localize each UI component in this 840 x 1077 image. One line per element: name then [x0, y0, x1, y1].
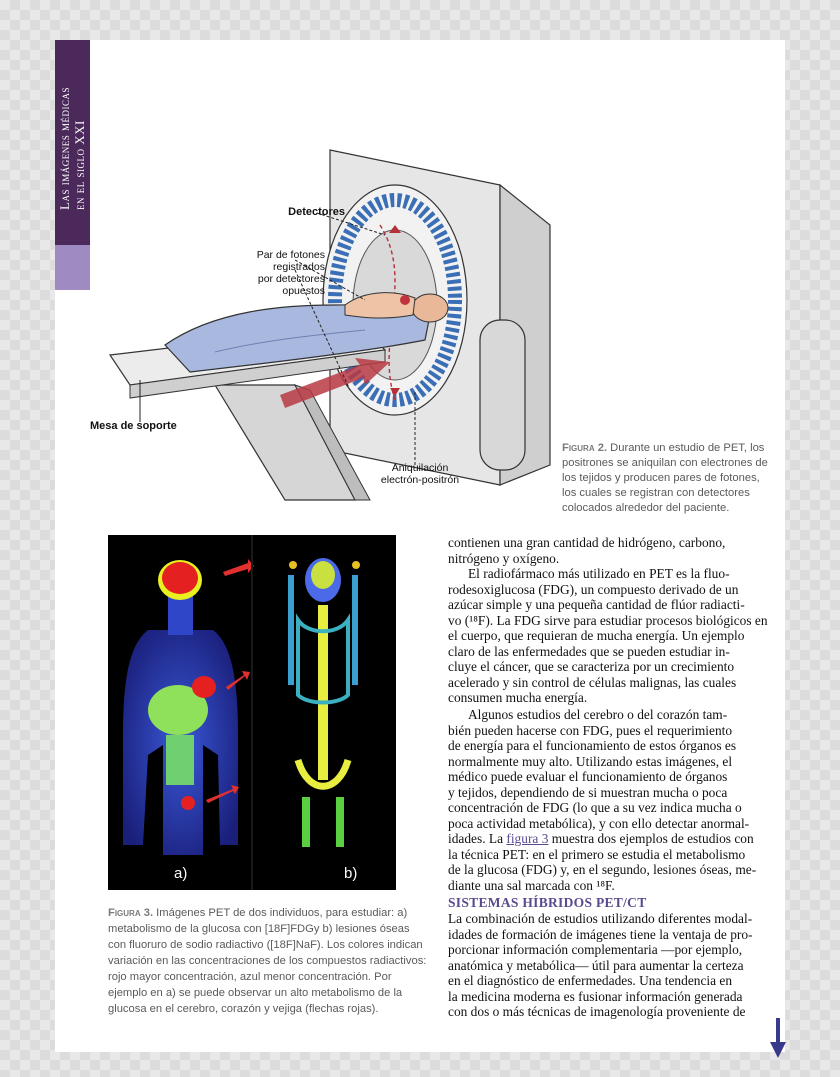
text-line: de la glucosa (FDG) y, en el segundo, le… [448, 862, 757, 877]
text-line: contienen una gran cantidad de hidrógeno… [448, 535, 726, 550]
text-line: consumen mucha energía. [448, 690, 588, 705]
text-line: bién pueden hacerse con FDG, pues el req… [448, 722, 733, 738]
caption-line: ejemplo en a) se puede observar un alto … [108, 987, 403, 999]
figure2-caption: Figura 2. Durante un estudio de PET, los… [562, 441, 777, 516]
caption-line: Imágenes PET de dos individuos, para est… [153, 907, 408, 919]
pet-scanner-illustration [108, 149, 551, 501]
text-span: muestra dos ejemplos de estudios con [548, 831, 754, 846]
table-label: Mesa de soporte [90, 420, 177, 432]
section-tab-light [55, 245, 90, 290]
annihilation-line: Aniquilación [391, 462, 449, 474]
text-line: la medicina moderna es fusionar informac… [448, 988, 743, 1004]
figure3-caption: Figura 3. Imágenes PET de dos individuos… [108, 905, 428, 1017]
text-line: vo (¹⁸F). La FDG sirve para estudiar pro… [448, 612, 768, 628]
text-line: en el diagnóstico de enfermedades. Una t… [448, 973, 733, 988]
photon-pair-line: opuestos [282, 285, 325, 297]
caption-line: Durante un estudio de PET, los [607, 442, 765, 454]
annihilation-label: Aniquilación electrón-positrón [370, 462, 470, 486]
text-line: claro de las enfermedades que se pueden … [448, 643, 730, 659]
photon-pair-line: Par de fotones [256, 249, 325, 261]
text-line: concentración de FDG (lo que a su vez in… [448, 800, 742, 815]
text-line: idades de formación de imágenes tiene la… [448, 926, 753, 942]
text-line: acelerado y sin control de células malig… [448, 674, 737, 690]
body-paragraph-1: contienen una gran cantidad de hidrógeno… [448, 535, 771, 566]
pet-scan-images: a) b) [108, 535, 396, 890]
figure3-link[interactable]: figura 3 [506, 831, 549, 846]
label-a: a) [174, 865, 188, 882]
text-line: y tejidos, dependiendo de si muestran mu… [448, 784, 728, 800]
text-span: idades. La [448, 831, 507, 846]
text-line: rodesoxiglucosa (FDG), un compuesto deri… [448, 581, 739, 597]
scan-b [288, 558, 360, 847]
text-line: anatómica y metabólica— útil para aument… [448, 957, 744, 973]
section-tab-title: Las imágenes médicas en el siglo XXI [57, 30, 87, 210]
caption-line: colocados alrededor del paciente. [562, 502, 730, 514]
caption-line: los tejidos y producen pares de fotones, [562, 472, 760, 484]
detectors-label: Detectores [288, 206, 345, 218]
annihilation-line: electrón-positrón [380, 474, 460, 486]
body-paragraph-2: El radiofármaco más utilizado en PET es … [448, 566, 771, 706]
text-line: azúcar simple y una pequeña cantidad de … [448, 597, 745, 612]
text-line: idades. La figura 3 muestra dos ejemplos… [448, 831, 771, 847]
pet-scan-drawing [123, 558, 360, 855]
text-line: normalmente muy alto. Utilizando estas i… [448, 753, 733, 769]
text-line: Algunos estudios del cerebro o del coraz… [468, 707, 728, 722]
label-b: b) [344, 865, 358, 882]
section-tab-line2: en el siglo XXI [72, 120, 87, 210]
text-line: cluye el cáncer, que se caracteriza por … [448, 659, 735, 674]
caption-line: glucosa en el cerebro, corazón y vejiga … [108, 1003, 379, 1015]
text-line: médico puede evaluar el funcionamiento d… [448, 769, 728, 784]
section-tab-line1: Las imágenes médicas [57, 87, 72, 210]
photon-pair-label: Par de fotones registrados por detectore… [220, 249, 325, 297]
text-line: de energía para el funcionamiento de est… [448, 738, 737, 753]
photon-pair-line: registrados [273, 261, 325, 273]
text-line: con dos o más técnicas de imagenología p… [448, 1004, 746, 1019]
caption-line: metabolismo de la glucosa con [18F]FDGy … [108, 923, 410, 935]
text-line: porcionar información complementaria —po… [448, 942, 743, 957]
scan-a [123, 559, 254, 855]
caption-line: rojo mayor concentración, azul menor con… [108, 971, 392, 983]
body-paragraph-4: La combinación de estudios utilizando di… [448, 911, 771, 1020]
caption-line: con fluoruro de sodio radiactivo ([18F]N… [108, 939, 423, 951]
caption-line: positrones se aniquilan con electrones d… [562, 457, 768, 469]
text-line: diante una sal marcada con ¹⁸F. [448, 877, 615, 893]
text-line: poca actividad metabólica), y con ello d… [448, 815, 750, 831]
body-paragraph-3: Algunos estudios del cerebro o del coraz… [448, 707, 771, 893]
caption-line: los cuales se registran con detectores [562, 487, 750, 499]
section-heading: SISTEMAS HÍBRIDOS PET/CT [448, 895, 647, 910]
text-line: La combinación de estudios utilizando di… [448, 911, 753, 926]
text-line: El radiofármaco más utilizado en PET es … [468, 566, 730, 581]
text-line: el cuerpo, que requieran de mucha energí… [448, 628, 745, 643]
photon-pair-line: por detectores [257, 273, 325, 285]
figure2-number: Figura 2. [562, 442, 608, 454]
section-tab-dark [55, 40, 90, 245]
continue-arrow-icon[interactable] [768, 1018, 788, 1060]
text-line: la técnica PET: en el primero se estudia… [448, 846, 746, 862]
caption-line: variación en las concentraciones de los … [108, 955, 427, 967]
section-tab [55, 40, 90, 290]
scan-divider [251, 535, 253, 890]
text-line: nitrógeno y oxígeno. [448, 550, 560, 566]
figure3-number: Figura 3. [108, 907, 154, 919]
